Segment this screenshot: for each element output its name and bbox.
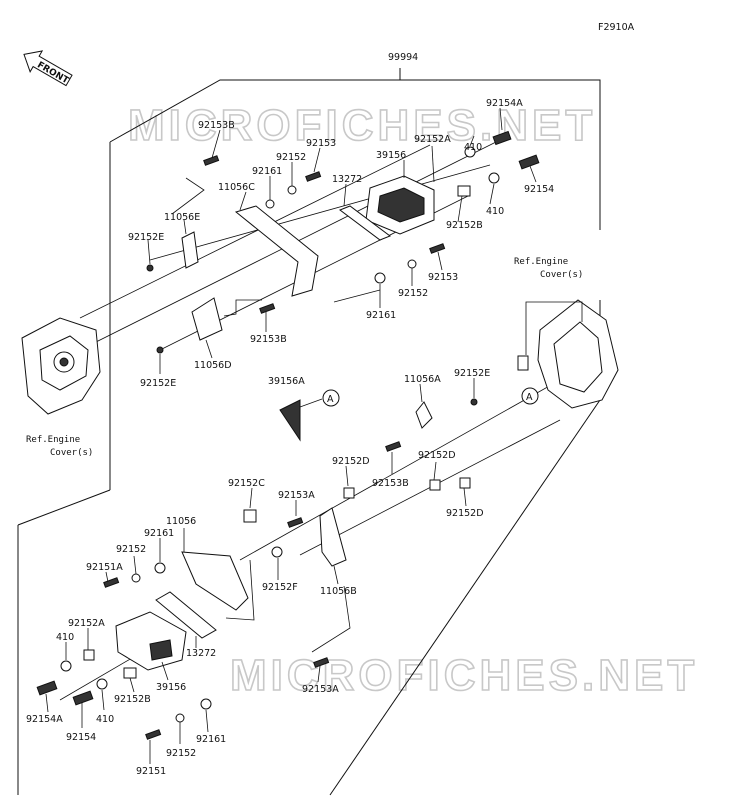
label-410-top1: 410 [464,142,482,153]
svg-text:A: A [327,394,334,405]
collar-92152d-b [429,479,441,491]
label-410-low2: 410 [96,714,114,725]
lower-fasteners [36,562,330,740]
label-92153b-top: 92153B [198,120,235,131]
label-92152d-c: 92152D [446,508,484,519]
ref-engine-cover-right-line1: Ref.Engine [514,257,568,267]
collar-92152c [243,509,257,523]
svg-text:A: A [526,392,533,403]
label-13272-top: 13272 [332,174,362,185]
label-410-top2: 410 [486,206,504,217]
label-410-low1: 410 [56,632,74,643]
label-92154-top: 92154 [524,184,554,195]
bolt-92153a-mid [287,517,304,528]
label-92152f: 92152F [262,582,298,593]
label-92154-low: 92154 [66,732,96,743]
front-arrow-icon: FRONT [23,50,73,87]
ref-engine-cover-right-line2: Cover(s) [540,270,583,280]
marker-a-right: A [521,387,539,405]
bracket-11056 [181,551,249,611]
label-92152e-left: 92152E [128,232,164,243]
watermark-top: MICROFICHES.NET [128,101,596,150]
label-92152e-right: 92152E [454,368,490,379]
watermark-bottom: MICROFICHES.NET [230,651,698,700]
label-92152-top: 92152 [276,152,306,163]
label-92152-bot: 92152 [166,748,196,759]
bracket-11056a [415,401,433,429]
label-92161-top: 92161 [252,166,282,177]
label-11056b: 11056B [320,586,357,597]
label-13272-low: 13272 [186,648,216,659]
collar-92152d-c [459,477,471,489]
plate-13272-upper [338,205,392,241]
bracket-11056e [181,231,199,269]
label-92152e-low: 92152E [140,378,176,389]
ref-engine-cover-left-line2: Cover(s) [50,448,93,458]
ref-right-leader [525,301,583,355]
label-92152a-low: 92152A [68,618,105,629]
label-92154a-top: 92154A [486,98,523,109]
label-92153b-low: 92153B [372,478,409,489]
bolt-92153b-lower [385,441,402,452]
pad-39156a [279,399,301,442]
label-92152c: 92152C [228,478,265,489]
label-92151a: 92151A [86,562,123,573]
slider-39156-lower [115,611,187,671]
label-11056e: 11056E [164,212,200,223]
engine-cover-right [517,299,619,409]
collar-92152d-a [343,487,355,499]
label-92153-mid: 92153 [428,272,458,283]
label-39156-low: 39156 [156,682,186,693]
bracket-11056b [319,507,347,567]
assembly-number: 99994 [388,52,418,63]
upper-fasteners [146,130,540,354]
label-92152-low: 92152 [116,544,146,555]
label-92152b-low: 92152B [114,694,151,705]
label-92153a-mid: 92153A [278,490,315,501]
assembly-axes [59,139,561,701]
label-39156a: 39156A [268,376,305,387]
label-92154a-low: 92154A [26,714,63,725]
label-92152a-top: 92152A [414,134,451,145]
label-11056d: 11056D [194,360,232,371]
label-11056c: 11056C [218,182,255,193]
label-92152-mid: 92152 [398,288,428,299]
label-92161-low: 92161 [144,528,174,539]
label-92152b-top: 92152B [446,220,483,231]
washer-92152f [271,546,283,558]
label-92153-top: 92153 [306,138,336,149]
washer-92152e-right [470,398,478,406]
label-11056: 11056 [166,516,196,527]
label-39156-top: 39156 [376,150,406,161]
label-92152d-b: 92152D [418,450,456,461]
label-92152d-a: 92152D [332,456,370,467]
label-92151: 92151 [136,766,166,777]
bracket-11056c [234,205,319,297]
label-11056a: 11056A [404,374,441,385]
marker-a-middle: A [322,389,340,407]
leader-lines [45,107,537,764]
part-labels: 92154A 92153B 92153 92152 92152A 410 391… [26,98,554,777]
label-92161-mid: 92161 [366,310,396,321]
ref-engine-cover-left-line1: Ref.Engine [26,435,80,445]
figure-code: F2910A [598,22,635,33]
engine-cover-left [21,317,101,415]
label-92153b-mid: 92153B [250,334,287,345]
label-92161-bot: 92161 [196,734,226,745]
plate-13272-lower [155,591,217,639]
label-92153a-bot: 92153A [302,684,339,695]
bracket-11056d [191,297,223,341]
